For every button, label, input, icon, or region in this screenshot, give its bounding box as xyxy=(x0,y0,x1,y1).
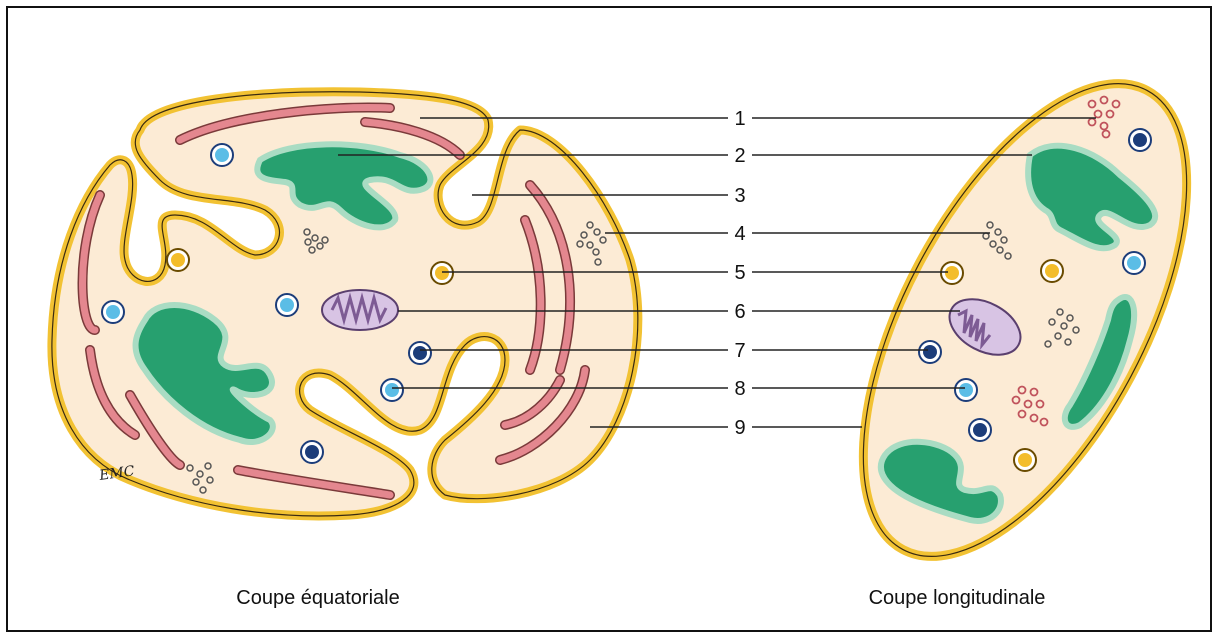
label-9: 9 xyxy=(734,417,745,439)
caption-longitudinal: Coupe longitudinale xyxy=(869,587,1046,609)
caption-equatorial: Coupe équatoriale xyxy=(236,587,399,609)
label-3: 3 xyxy=(734,185,745,207)
label-5: 5 xyxy=(734,262,745,284)
number-labels: 1 2 3 4 5 6 7 8 9 xyxy=(734,108,745,439)
label-8: 8 xyxy=(734,378,745,400)
label-7: 7 xyxy=(734,340,745,362)
label-2: 2 xyxy=(734,145,745,167)
label-1: 1 xyxy=(734,108,745,130)
label-4: 4 xyxy=(734,223,745,245)
longitudinal-section xyxy=(797,34,1222,606)
mitochondrion xyxy=(322,290,398,330)
label-6: 6 xyxy=(734,301,745,323)
